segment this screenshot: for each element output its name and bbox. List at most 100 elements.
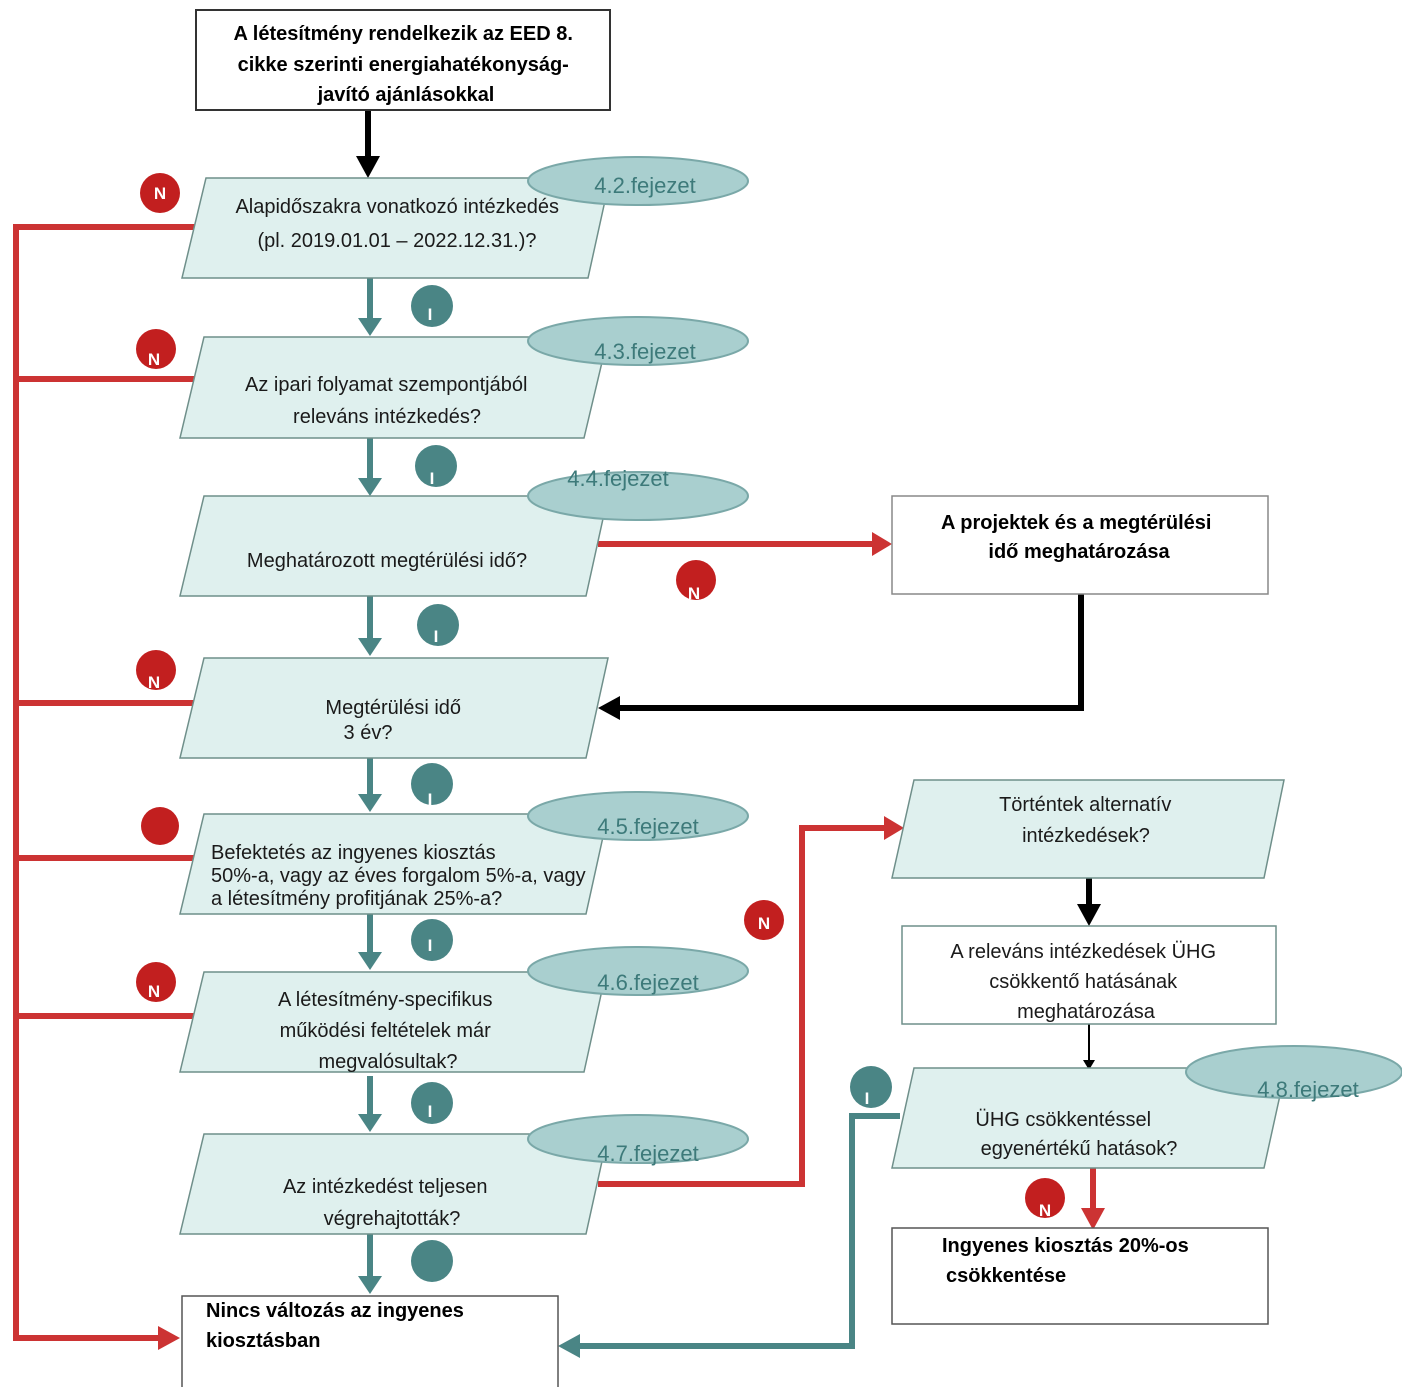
nochange-box: Nincs változás az ingyenes kiosztásban	[181, 1295, 559, 1387]
chapter-label: 4.6.fejezet	[597, 970, 699, 995]
decision-alt: Történtek alternatív intézkedések?	[891, 779, 1285, 879]
q7-text-line: végrehajtották?	[324, 1208, 461, 1230]
badges: N N N N N N N I I I I I I I	[136, 173, 1065, 1282]
svg-text:Ingyenes kiosztás 20%-os: Ingyenes kiosztás 20%-os csökkentése	[942, 1235, 1194, 1287]
svg-text:Megtérülési idő 3 év?: Megtérülési idő 3 év?	[325, 697, 466, 744]
q5-text-line: Befektetés az ingyenes kiosztás	[211, 842, 496, 864]
no-badge: N	[140, 173, 180, 213]
q6-text-line: A létesítmény-specifikus	[278, 989, 493, 1011]
equiv-text-line: egyenértékű hatások?	[981, 1138, 1178, 1160]
q4-text-line: Megtérülési idő	[325, 697, 461, 719]
chapter-label: 4.3.fejezet	[594, 339, 696, 364]
arrow-payback-to-q4	[618, 594, 1084, 711]
q1-text-line: Alapidőszakra vonatkozó intézkedés	[235, 196, 559, 218]
chapter-ellipse	[527, 946, 749, 996]
q6-text-line: működési feltételek már	[280, 1020, 492, 1042]
arrowhead	[872, 532, 892, 556]
payback-text-line: A projektek és a megtérülési	[941, 512, 1212, 534]
chapter-ellipse	[527, 1114, 749, 1164]
no-bus-left	[13, 224, 196, 1341]
chapter-ellipse	[527, 316, 749, 366]
svg-text:Az intézkedést teljesen: Az intézkedést teljesen végrehajtották?	[283, 1176, 493, 1230]
no-badge: N	[136, 650, 176, 692]
svg-text:N: N	[758, 914, 770, 933]
reduce-text-line: Ingyenes kiosztás 20%-os	[942, 1235, 1189, 1257]
no-badge: N	[136, 329, 176, 369]
svg-text:A projektek és a megtérülési: A projektek és a megtérülési idő meghatá…	[941, 512, 1217, 563]
yes-badge: I	[417, 604, 459, 646]
alt-text-line: intézkedések?	[1022, 825, 1150, 847]
q2-text-line: releváns intézkedés?	[293, 406, 481, 428]
svg-text:I: I	[434, 627, 439, 646]
decision-q6: 4.6.fejezet A létesítmény-specifikus műk…	[179, 946, 749, 1073]
ghg-text-line: csökkentő hatásának	[989, 971, 1178, 993]
svg-text:I: I	[430, 469, 435, 488]
svg-text:N: N	[148, 982, 160, 1001]
decision-q7: 4.7.fejezet Az intézkedést teljesen végr…	[179, 1114, 749, 1235]
svg-text:N: N	[148, 673, 160, 692]
nochange-text-line: kiosztásban	[206, 1330, 320, 1352]
svg-text:Történtek alternatív int: Történtek alternatív intézkedések?	[999, 794, 1177, 847]
decision-equiv: 4.8.fejezet ÜHG csökkentéssel egyenérték…	[891, 1045, 1402, 1169]
arrow-equiv-to-nochange	[578, 1113, 900, 1349]
q1-text-line: (pl. 2019.01.01 – 2022.12.31.)?	[257, 230, 536, 252]
decision-q4: Megtérülési idő 3 év?	[179, 657, 609, 759]
svg-text:I: I	[428, 1102, 433, 1121]
reduce-text-line: csökkentése	[946, 1265, 1066, 1287]
q2-text-line: Az ipari folyamat szempontjából	[245, 374, 527, 396]
no-badge: N	[676, 560, 716, 603]
svg-text:Befektetés az ingyenes kiosztá: Befektetés az ingyenes kiosztás 50%-a, v…	[211, 842, 591, 910]
start-text-line: javító ajánlásokkal	[317, 84, 495, 106]
q5-text-line: a létesítmény profitjának 25%-a?	[211, 888, 502, 910]
arrowhead	[356, 156, 380, 178]
chapter-label: 4.4.fejezet	[567, 466, 669, 491]
yes-badge: I	[411, 1082, 453, 1124]
chapter-ellipse	[527, 791, 749, 841]
payback-box: A projektek és a megtérülési idő meghatá…	[891, 495, 1269, 595]
svg-text:N: N	[148, 350, 160, 369]
yes-badge-empty	[411, 1240, 453, 1282]
chapter-label: 4.8.fejezet	[1257, 1077, 1359, 1102]
equiv-text-line: ÜHG csökkentéssel	[975, 1109, 1151, 1131]
svg-text:A létesítmény-specifikus: A létesítmény-specifikus működési feltét…	[278, 989, 498, 1073]
q7-text-line: Az intézkedést teljesen	[283, 1176, 488, 1198]
q4-text-line: 3 év?	[344, 722, 393, 744]
yes-arrows	[358, 278, 382, 1294]
svg-text:I: I	[428, 936, 433, 955]
no-badge: N	[136, 962, 176, 1002]
arrowhead	[1081, 1208, 1105, 1230]
start-node: A létesítmény rendelkezik az EED 8. cikk…	[195, 9, 611, 111]
svg-text:N: N	[154, 184, 166, 203]
svg-text:I: I	[865, 1089, 870, 1108]
ghg-text-line: meghatározása	[1017, 1001, 1156, 1023]
decision-q3: 4.4.fejezet Meghatározott megtérülési id…	[179, 466, 749, 597]
svg-text:I: I	[428, 305, 433, 324]
arrowhead	[558, 1334, 580, 1358]
svg-text:N: N	[1039, 1201, 1051, 1220]
svg-text:Nincs változás az ingyenes: Nincs változás az ingyenes kiosztásban	[206, 1300, 469, 1352]
arrowhead	[598, 696, 620, 720]
payback-text-line: idő meghatározása	[988, 541, 1170, 563]
arrowhead	[158, 1326, 180, 1350]
svg-text:A releváns intézkedések ÜHG: A releváns intézkedések ÜHG csökkentő ha…	[950, 941, 1221, 1023]
svg-text:I: I	[428, 790, 433, 809]
yes-badge: I	[411, 919, 453, 961]
chapter-ellipse	[527, 471, 749, 521]
svg-text:Az ipari folyamat szempontjábó: Az ipari folyamat szempontjából releváns…	[245, 374, 533, 428]
connectors	[13, 110, 1105, 1358]
q5-text-line: 50%-a, vagy az éves forgalom 5%-a, vagy	[211, 865, 586, 887]
q6-text-line: megvalósultak?	[319, 1051, 458, 1073]
decision-q5: 4.5.fejezet Befektetés az ingyenes kiosz…	[179, 791, 749, 915]
yes-badge: I	[850, 1066, 892, 1108]
chapter-label: 4.2.fejezet	[594, 173, 696, 198]
chapter-ellipse	[527, 156, 749, 206]
start-text-line: cikke szerinti energiahatékonyság-	[238, 54, 569, 76]
no-badge: N	[744, 900, 784, 940]
svg-text:Meghatározott megtérülési idő?: Meghatározott megtérülési idő?	[247, 550, 527, 572]
decision-q2: 4.3.fejezet Az ipari folyamat szempontjá…	[179, 316, 749, 439]
svg-text:A létesítmény rendelkezik az E: A létesítmény rendelkezik az EED 8. cikk…	[234, 23, 579, 106]
yes-badge: I	[415, 445, 457, 488]
chapter-label: 4.5.fejezet	[597, 814, 699, 839]
no-badge-empty	[141, 807, 179, 845]
